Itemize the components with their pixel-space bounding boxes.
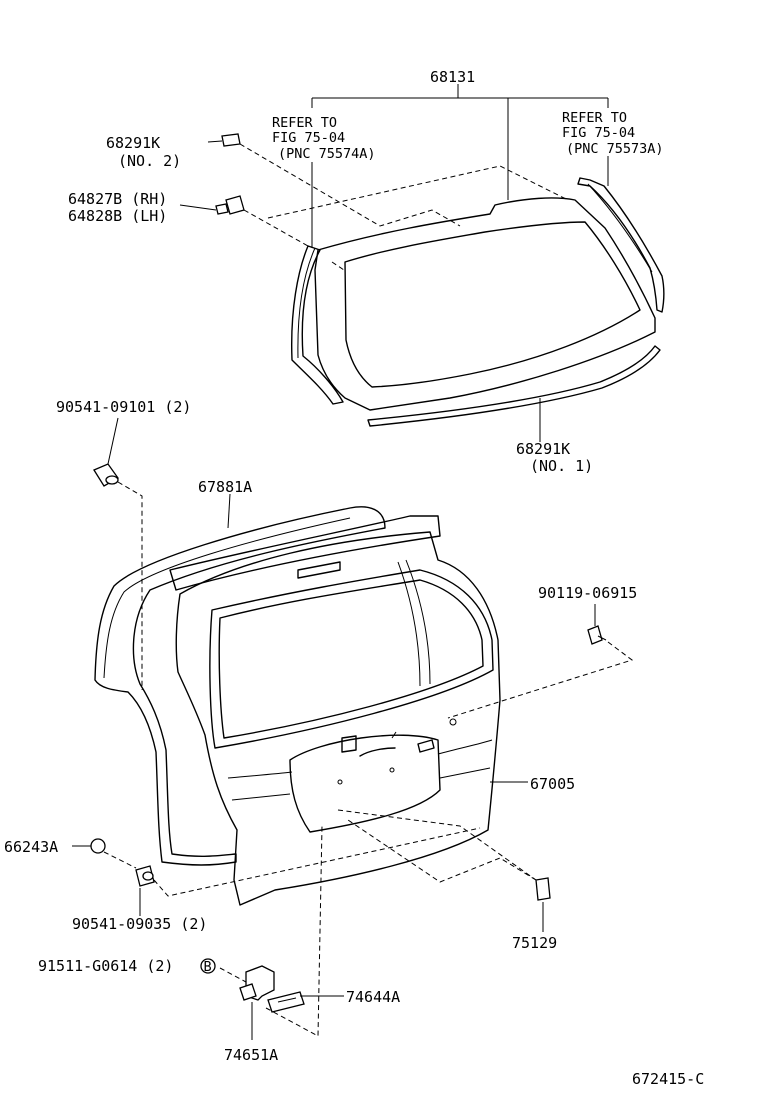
label-90541-09035: 90541-09035 (2)	[72, 915, 207, 933]
label-68131: 68131	[430, 68, 475, 86]
back-door-glass-assembly	[267, 165, 656, 411]
label-66243A: 66243A	[4, 838, 58, 856]
label-67881A: 67881A	[198, 478, 252, 496]
emblem-part	[337, 809, 551, 901]
label-90541-09101: 90541-09101 (2)	[56, 398, 191, 416]
glass-moulding-clip-no2	[221, 133, 461, 227]
door-cushion-upper	[93, 463, 143, 690]
label-68291K-bottom-qty: (NO. 1)	[530, 457, 593, 475]
left-side-moulding	[290, 245, 344, 405]
label-74644A: 74644A	[346, 988, 400, 1006]
label-64827B: 64827B (RH)	[68, 190, 167, 208]
label-68291K-top: 68291K	[106, 134, 160, 152]
label-68291K-bottom: 68291K	[516, 440, 570, 458]
leader-90541-09101	[107, 417, 119, 465]
label-67005: 67005	[530, 775, 575, 793]
leader-67881A	[227, 493, 231, 529]
door-weatherstrip	[94, 506, 386, 866]
stopper-bolt	[447, 625, 634, 719]
door-plug	[90, 838, 137, 869]
reference-circle-b	[200, 958, 216, 974]
label-68291K-top-qty: (NO. 2)	[118, 152, 181, 170]
label-refer-left-3: (PNC 75574A)	[278, 146, 376, 162]
label-90119-06915: 90119-06915	[538, 584, 637, 602]
label-75129: 75129	[512, 934, 557, 952]
label-refer-left-1: REFER TO	[272, 115, 337, 131]
reference-circle-b-letter: B	[204, 959, 212, 975]
label-refer-right-3: (PNC 75573A)	[566, 141, 664, 157]
license-light-bracket	[219, 825, 323, 1037]
label-91511-G0614: 91511-G0614 (2)	[38, 957, 173, 975]
back-door-panel	[169, 515, 501, 906]
door-cushion-lower	[135, 827, 481, 897]
leader-68131	[311, 84, 609, 248]
leader-64827B	[179, 204, 217, 211]
label-64828B: 64828B (LH)	[68, 207, 167, 225]
leader-68291K-top	[207, 140, 223, 143]
figure-id: 672415-C	[632, 1070, 704, 1088]
label-refer-right-1: REFER TO	[562, 110, 627, 126]
label-74651A: 74651A	[224, 1046, 278, 1064]
label-refer-right-2: FIG 75-04	[562, 125, 635, 141]
lower-glass-moulding	[367, 345, 661, 427]
label-refer-left-2: FIG 75-04	[272, 130, 345, 146]
right-side-moulding	[577, 177, 665, 313]
glass-stopper	[215, 195, 309, 247]
